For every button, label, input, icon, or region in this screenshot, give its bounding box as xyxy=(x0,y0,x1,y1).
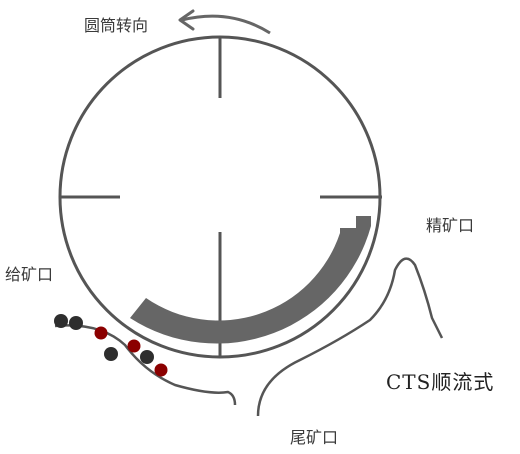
tailings-outlet-label: 尾矿口 xyxy=(290,428,339,447)
rotation-arrowhead-icon xyxy=(178,9,195,31)
feed-inlet-label: 给矿口 xyxy=(5,265,54,284)
concentrate-outlet-label: 精矿口 xyxy=(426,216,475,235)
rotation-arrow-icon xyxy=(181,14,271,35)
nonmagnetic-particle xyxy=(54,314,68,328)
nonmagnetic-particle xyxy=(69,316,83,330)
magnetic-particle xyxy=(94,326,108,340)
magnetic-particle xyxy=(154,363,168,377)
nonmagnetic-particle xyxy=(140,350,154,364)
magnetic-particle xyxy=(127,339,141,353)
rotation-direction-label: 圆筒转向 xyxy=(84,16,149,35)
tank-tailings-wall xyxy=(256,257,444,417)
nonmagnetic-particle xyxy=(104,347,118,361)
separator-type-caption: CTS顺流式 xyxy=(386,370,495,394)
magnet-system-arc xyxy=(130,216,371,344)
